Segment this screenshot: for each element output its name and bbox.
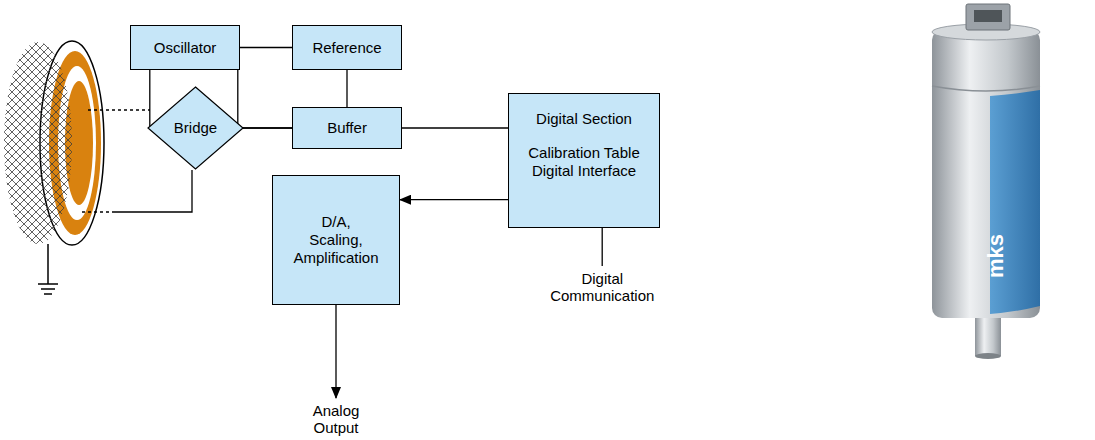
process-box: Buffer: [292, 107, 402, 149]
process-box: D/A, Scaling, Amplification: [272, 175, 400, 305]
box-body: Calibration Table Digital Interface: [519, 144, 649, 180]
box-title: D/A, Scaling, Amplification: [293, 213, 378, 267]
brand-text: mks: [983, 234, 1008, 278]
process-box: Reference: [292, 25, 402, 70]
box-title: Buffer: [327, 119, 367, 137]
output-arrow: [335, 305, 336, 398]
leader-line: [602, 228, 603, 266]
connector: [238, 70, 292, 128]
connector: [240, 47, 292, 48]
product-image: [932, 4, 1040, 359]
signal-label: Digital Communication: [550, 270, 654, 305]
ground-symbol: [38, 244, 58, 294]
connector: [402, 127, 508, 128]
sensor-capsule: [4, 41, 104, 245]
connector: [400, 199, 508, 200]
process-box: Digital SectionCalibration Table Digital…: [508, 93, 660, 228]
connector: [346, 70, 347, 107]
box-title: Bridge: [174, 119, 217, 137]
box-title: Oscillator: [154, 39, 217, 57]
process-box: Oscillator: [130, 25, 240, 70]
connector: [149, 70, 150, 126]
signal-label: Analog Output: [313, 402, 360, 437]
box-title: Reference: [312, 39, 381, 57]
box-title: Digital Section: [536, 110, 632, 128]
bridge-diamond: Bridge: [148, 87, 243, 169]
